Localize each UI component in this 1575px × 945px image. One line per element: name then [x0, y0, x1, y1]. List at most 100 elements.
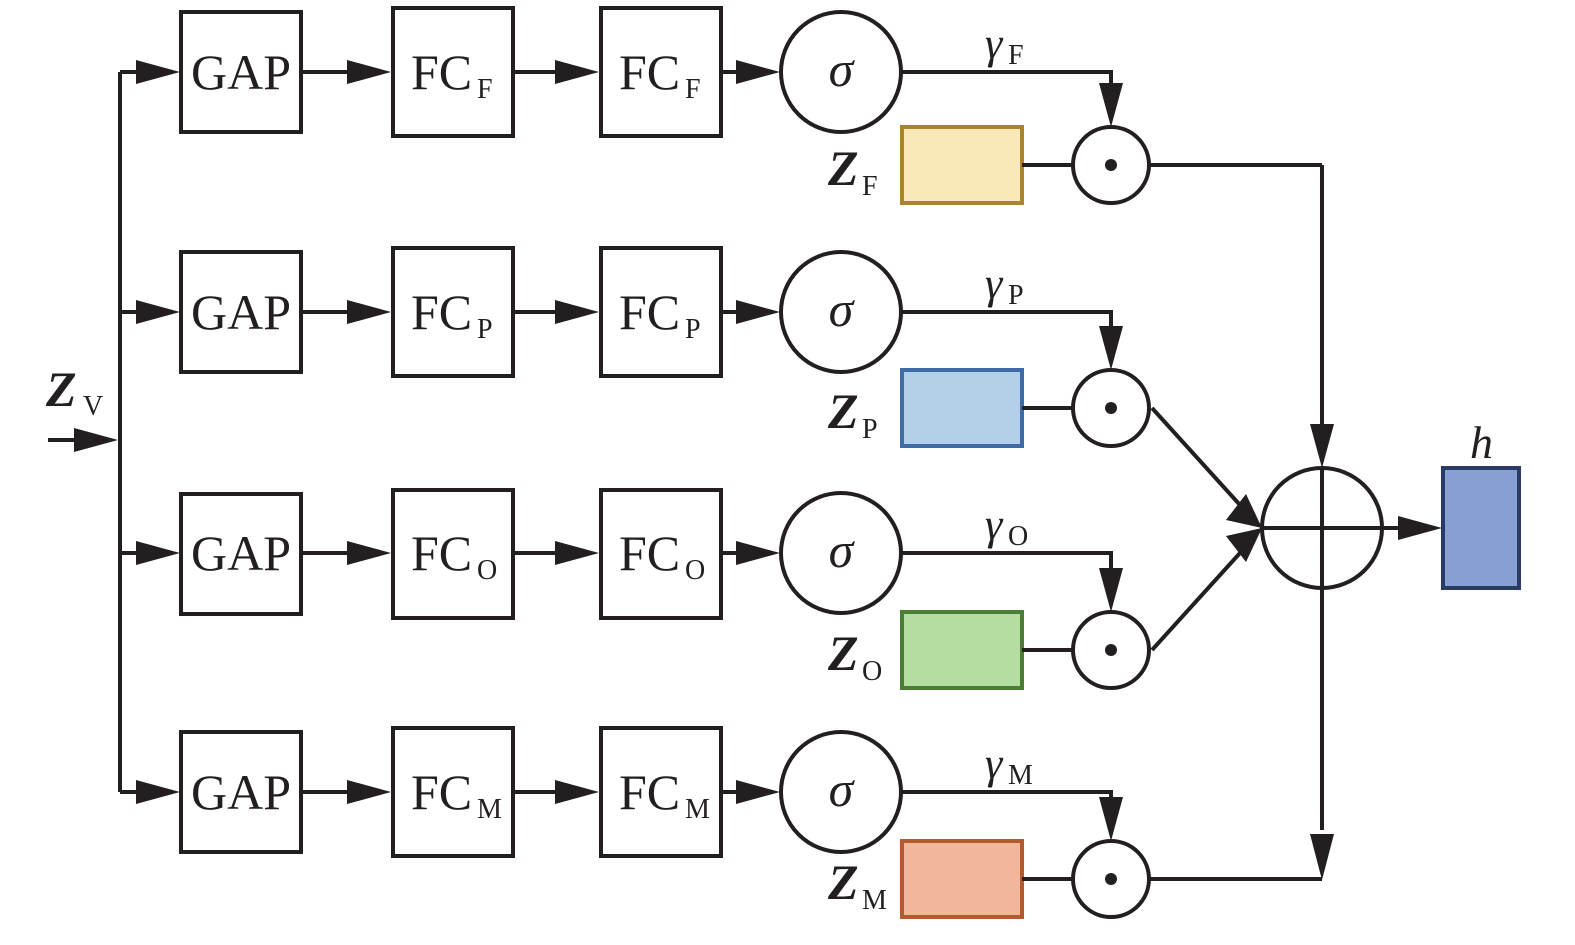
m-to-sum-arrowhead [1310, 834, 1334, 880]
bus-to-gap-arrowhead [136, 60, 180, 84]
feature-z-subscript: F [862, 171, 878, 202]
gap-label: GAP [191, 44, 291, 100]
hadamard-dot [1105, 402, 1117, 414]
gap-label: GAP [191, 284, 291, 340]
feature-z-label: Z [827, 140, 859, 196]
fc1-box [391, 246, 515, 378]
bus-to-gap-arrowhead [136, 780, 180, 804]
fc-subscript: F [685, 74, 701, 105]
sigma-label: σ [829, 41, 856, 97]
hadamard-dot [1105, 873, 1117, 885]
fc-label: FC [619, 525, 680, 581]
feature-z-label: Z [827, 625, 859, 681]
gamma-line [901, 310, 1113, 338]
fc-subscript: F [477, 74, 493, 105]
bus-to-gap-arrowhead [136, 541, 180, 565]
fc-label: FC [619, 764, 680, 820]
fc2-box [599, 488, 723, 620]
fc1-to-fc2-arrowhead [555, 541, 599, 565]
fc1-box [391, 6, 515, 138]
gamma-label: γ [985, 739, 1004, 788]
gap-box [179, 730, 303, 854]
input-symbol: Z [45, 361, 77, 417]
gamma-label: γ [985, 19, 1004, 68]
feature-z-p-box [900, 368, 1024, 448]
fc1-to-fc2-arrowhead [555, 780, 599, 804]
feature-z-subscript: O [862, 656, 882, 687]
hadamard-dot [1105, 159, 1117, 171]
fc2-to-sigma-arrowhead [736, 541, 780, 565]
gamma-line [901, 70, 1113, 95]
gamma-subscript: P [1008, 280, 1024, 311]
fc2-box [599, 726, 723, 858]
gap-box [179, 250, 303, 374]
fc-subscript: P [685, 314, 701, 345]
fc-label: FC [411, 44, 472, 100]
feature-z-subscript: M [862, 885, 887, 916]
gap-to-fc1-arrowhead [347, 780, 391, 804]
feature-z-subscript: P [862, 414, 878, 445]
fc1-box [391, 726, 515, 858]
fc-label: FC [411, 764, 472, 820]
gamma-label: γ [985, 259, 1004, 308]
fc-subscript: M [477, 794, 502, 825]
feature-z-o-box [900, 610, 1024, 690]
gamma-subscript: M [1008, 760, 1033, 791]
fc1-to-fc2-arrowhead [555, 60, 599, 84]
output-label: h [1470, 417, 1493, 468]
input-arrowhead [74, 428, 118, 452]
output-h-box [1441, 466, 1521, 590]
fc2-to-sigma-arrowhead [736, 780, 780, 804]
gamma-label: γ [985, 500, 1004, 549]
gap-label: GAP [191, 764, 291, 820]
gamma-subscript: F [1008, 40, 1024, 71]
p-to-sum-line [1150, 406, 1242, 507]
fc-subscript: O [685, 555, 705, 586]
p-to-sum-arrowhead [1226, 494, 1262, 528]
gap-to-fc1-arrowhead [347, 300, 391, 324]
fc2-to-sigma-arrowhead [736, 60, 780, 84]
feature-z-f-box [900, 125, 1024, 205]
gamma-line [901, 551, 1113, 580]
gamma-arrowhead [1099, 83, 1123, 127]
fc-label: FC [619, 44, 680, 100]
fc-subscript: O [477, 555, 497, 586]
feature-z-label: Z [827, 854, 859, 910]
feature-z-label: Z [827, 383, 859, 439]
fc2-box [599, 246, 723, 378]
fc1-box [391, 488, 515, 620]
gap-box [179, 10, 303, 134]
input-subscript: V [83, 391, 103, 422]
hadamard-dot [1105, 644, 1117, 656]
input-node: Z V [45, 361, 118, 452]
f-to-sum-arrowhead [1310, 424, 1334, 468]
sigma-label: σ [829, 522, 856, 578]
fc-subscript: M [685, 794, 710, 825]
gap-label: GAP [191, 525, 291, 581]
gamma-arrowhead [1099, 326, 1123, 370]
sum-to-output-arrowhead [1398, 516, 1442, 540]
fc-subscript: P [477, 314, 493, 345]
gamma-arrowhead [1099, 797, 1123, 841]
output-node: h [1441, 417, 1521, 590]
fc2-to-sigma-arrowhead [736, 300, 780, 324]
feature-z-m-box [900, 839, 1024, 919]
gamma-line [901, 790, 1113, 809]
fc1-to-fc2-arrowhead [555, 300, 599, 324]
gap-box [179, 492, 303, 616]
fc2-box [599, 6, 723, 138]
bus-to-gap-arrowhead [136, 300, 180, 324]
sigma-label: σ [829, 281, 856, 337]
gap-to-fc1-arrowhead [347, 541, 391, 565]
sum-node [1150, 165, 1442, 880]
fc-label: FC [411, 525, 472, 581]
fc-label: FC [619, 284, 680, 340]
o-to-sum-arrowhead [1226, 528, 1262, 562]
gamma-subscript: O [1008, 521, 1028, 552]
